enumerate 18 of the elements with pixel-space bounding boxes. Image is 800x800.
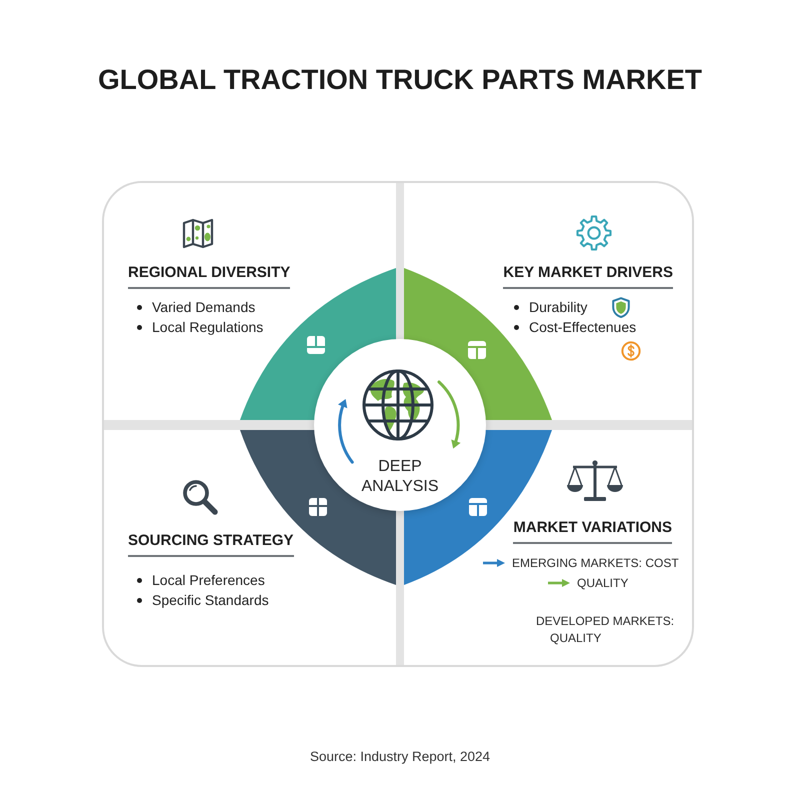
section-heading: MARKET VARIATIONS [513, 518, 672, 538]
source-caption: Source: Industry Report, 2024 [310, 748, 490, 766]
center-label: DEEP ANALYSIS [361, 457, 439, 497]
bullet-text: Durability [529, 298, 588, 317]
bullet-text: Specific Standards [152, 591, 269, 610]
list-text: EMERGING MARKETS: COST [512, 555, 679, 572]
list-text: QUALITY [577, 575, 628, 592]
page-title: GLOBAL TRACTION TRUCK PARTS MARKET [98, 63, 702, 97]
section-heading: REGIONAL DIVERSITY [128, 263, 290, 283]
bullet-text: Local Preferences [152, 571, 265, 590]
bullet-text: Varied Demands [152, 298, 256, 317]
quadrant-panel [404, 183, 692, 420]
note-text: DEVELOPED MARKETS: QUALITY [536, 612, 676, 646]
section-heading: SOURCING STRATEGY [128, 531, 294, 551]
section-heading: KEY MARKET DRIVERS [503, 263, 673, 283]
bullet-text: Cost-Effectenues [529, 318, 636, 337]
quadrant-panel [104, 183, 396, 420]
bullet-text: Local Regulations [152, 318, 264, 337]
